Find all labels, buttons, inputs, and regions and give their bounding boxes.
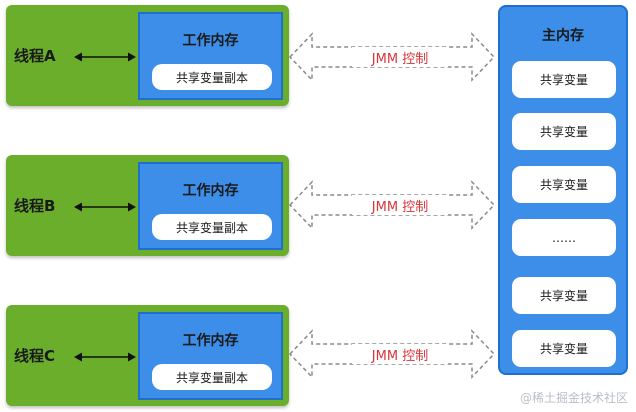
thread-a-box: 线程A 工作内存 共享变量副本 xyxy=(6,5,289,106)
thread-c-double-arrow-icon xyxy=(74,352,136,362)
thread-a-label: 线程A xyxy=(14,47,56,65)
thread-c-box: 线程C 工作内存 共享变量副本 xyxy=(6,305,289,406)
thread-b-box: 线程B 工作内存 共享变量副本 xyxy=(6,155,289,256)
thread-a-double-arrow-icon xyxy=(74,52,136,62)
main-memory-shared-variable-3: 共享变量 xyxy=(512,166,616,203)
thread-b-work-memory-title: 工作内存 xyxy=(182,183,239,199)
jmm-arrow-b-icon xyxy=(288,180,496,230)
jmm-arrow-c-icon xyxy=(288,329,496,379)
thread-b-double-arrow-icon xyxy=(74,202,136,212)
main-memory-shared-variable-5: 共享变量 xyxy=(512,330,616,367)
main-memory-shared-variable-4: 共享变量 xyxy=(512,277,616,314)
jmm-label-a: JMM 控制 xyxy=(352,47,448,67)
thread-c-shared-variable-copy: 共享变量副本 xyxy=(152,364,272,390)
main-memory-box: 主内存 共享变量 共享变量 共享变量 …… 共享变量 共享变量 xyxy=(498,5,628,375)
thread-b-work-memory: 工作内存 共享变量副本 xyxy=(138,162,283,250)
main-memory-shared-variable-1: 共享变量 xyxy=(512,61,616,98)
jmm-label-b: JMM 控制 xyxy=(352,195,448,215)
thread-a-work-memory: 工作内存 共享变量副本 xyxy=(138,12,283,100)
thread-c-label: 线程C xyxy=(14,347,56,365)
thread-b-label: 线程B xyxy=(14,197,56,215)
thread-a-work-memory-title: 工作内存 xyxy=(182,33,239,49)
thread-a-shared-variable-copy: 共享变量副本 xyxy=(152,64,272,90)
watermark: @稀土掘金技术社区 xyxy=(519,391,628,405)
thread-c-work-memory: 工作内存 共享变量副本 xyxy=(138,312,283,400)
thread-c-work-memory-title: 工作内存 xyxy=(182,333,239,349)
main-memory-ellipsis: …… xyxy=(512,219,616,256)
main-memory-title: 主内存 xyxy=(542,28,584,44)
jmm-label-c: JMM 控制 xyxy=(352,344,448,364)
thread-b-shared-variable-copy: 共享变量副本 xyxy=(152,214,272,240)
jmm-arrow-a-icon xyxy=(288,32,496,82)
main-memory-shared-variable-2: 共享变量 xyxy=(512,113,616,150)
